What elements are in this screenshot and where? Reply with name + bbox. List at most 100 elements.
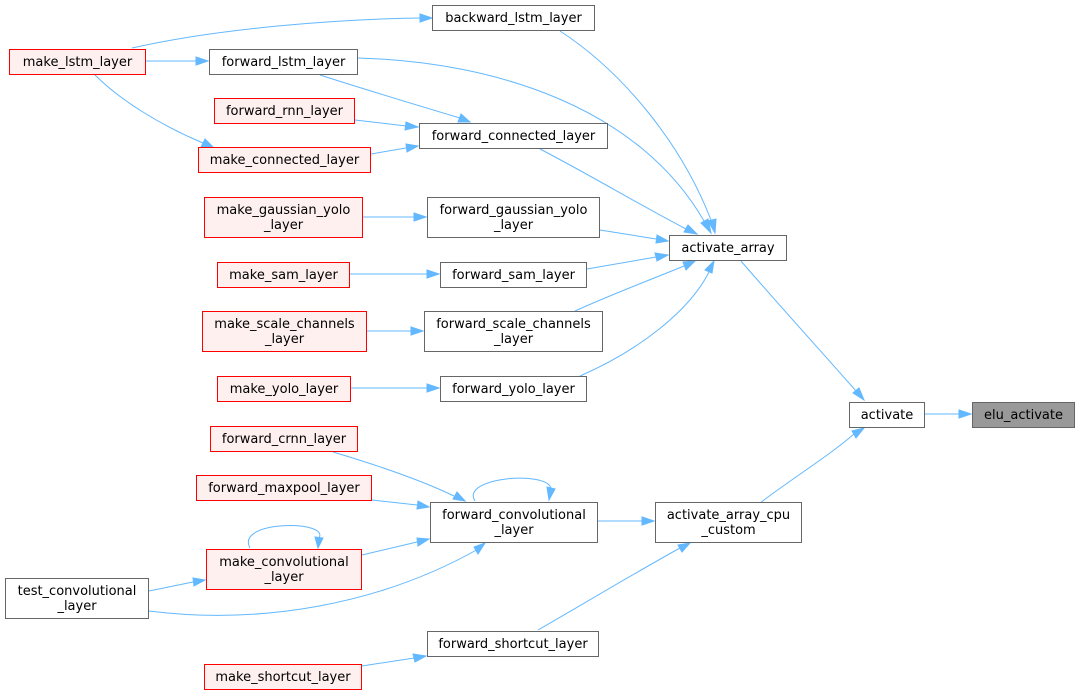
arrowhead [419, 13, 434, 23]
node-box [669, 235, 787, 261]
edges-layer [94, 13, 973, 667]
edge-activate_array_cpu_custom-to-activate [759, 427, 866, 504]
node-activate-array[interactable]: activate_array [669, 235, 787, 261]
node-test-convolutional-layer[interactable]: test_convolutional_layer [5, 578, 149, 619]
node-activate-array-cpu-custom[interactable]: activate_array_cpu_custom [655, 502, 802, 543]
node-label: activate_array [681, 241, 774, 256]
node-label: forward_connected_layer [432, 129, 596, 144]
node-label: make_yolo_layer [230, 382, 339, 397]
arrowhead [413, 212, 428, 222]
edge-line [371, 499, 418, 506]
node-box [430, 502, 598, 543]
node-box [440, 262, 587, 288]
node-label: _custom [700, 523, 755, 538]
node-backward-lstm-layer[interactable]: backward_lstm_layer [432, 5, 595, 31]
node-activate[interactable]: activate [849, 402, 925, 428]
node-forward-crnn-layer[interactable]: forward_crnn_layer [210, 426, 358, 452]
node-label: _layer [493, 332, 534, 347]
arrowhead [416, 500, 431, 510]
node-box [419, 123, 608, 149]
node-label: make_sam_layer [229, 268, 338, 283]
node-forward-lstm-layer[interactable]: forward_lstm_layer [209, 49, 358, 75]
arrowhead [426, 383, 441, 393]
node-box [427, 197, 600, 238]
node-forward-gaussian-yolo-layer[interactable]: forward_gaussian_yolo_layer [427, 197, 600, 238]
node-forward-connected-layer[interactable]: forward_connected_layer [419, 123, 608, 149]
node-label: activate_array_cpu [667, 508, 790, 523]
node-forward-scale-channels-layer[interactable]: forward_scale_channels_layer [424, 311, 603, 352]
edge-line [537, 547, 681, 631]
node-label: forward_rnn_layer [226, 104, 344, 119]
edge-forward_gaussian_yolo_layer-to-activate_array [599, 229, 670, 244]
arrowhead [958, 409, 973, 419]
arrowhead [852, 387, 866, 402]
node-label: _layer [56, 599, 97, 614]
arrowhead [457, 113, 472, 123]
edge-activate-to-elu_activate [925, 409, 973, 419]
edge-make_shortcut_layer-to-forward_shortcut_layer [361, 653, 428, 667]
node-label: make_convolutional [219, 555, 349, 570]
edge-line [247, 525, 321, 549]
node-box [196, 475, 372, 501]
node-label: forward_convolutional [442, 508, 586, 523]
node-make-sam-layer[interactable]: make_sam_layer [217, 262, 350, 288]
edge-backward_lstm_layer-to-activate_array [559, 30, 717, 235]
edge-line [357, 57, 705, 222]
edge-line [332, 451, 455, 497]
node-forward-maxpool-layer[interactable]: forward_maxpool_layer [196, 475, 372, 501]
arrowhead [655, 234, 670, 244]
node-label: make_gaussian_yolo [217, 203, 351, 218]
node-box [209, 49, 358, 75]
edge-make_lstm_layer-to-forward_lstm_layer [146, 56, 210, 66]
node-forward-rnn-layer[interactable]: forward_rnn_layer [214, 98, 355, 124]
arrowhead [704, 259, 715, 274]
edge-make_lstm_layer-to-backward_lstm_layer [131, 13, 434, 49]
edge-forward_shortcut_layer-to-activate_array_cpu_custom [537, 542, 692, 631]
node-box [206, 549, 362, 590]
edge-line [354, 119, 407, 127]
node-make-shortcut-layer[interactable]: make_shortcut_layer [204, 664, 362, 690]
arrowhead [404, 121, 420, 131]
node-make-scale-channels-layer[interactable]: make_scale_channels_layer [202, 311, 367, 352]
node-forward-sam-layer[interactable]: forward_sam_layer [440, 262, 587, 288]
node-label: elu_activate [984, 408, 1063, 423]
node-make-yolo-layer[interactable]: make_yolo_layer [217, 376, 351, 402]
node-label: forward_crnn_layer [222, 432, 347, 447]
node-forward-yolo-layer[interactable]: forward_yolo_layer [440, 376, 587, 402]
node-label: test_convolutional [18, 584, 137, 599]
node-box [210, 426, 358, 452]
node-box [217, 262, 350, 288]
edge-make_lstm_layer-to-make_connected_layer [94, 74, 216, 149]
node-label: make_shortcut_layer [215, 670, 351, 685]
node-forward-convolutional-layer[interactable]: forward_convolutional_layer [430, 502, 598, 543]
edge-line [148, 547, 481, 616]
edge-line [759, 433, 855, 504]
edge-line [148, 581, 194, 592]
node-make-lstm-layer[interactable]: make_lstm_layer [9, 49, 146, 75]
node-make-gaussian-yolo-layer[interactable]: make_gaussian_yolo_layer [204, 197, 363, 238]
node-elu-activate[interactable]: elu_activate [972, 402, 1075, 428]
node-box [214, 98, 355, 124]
edge-line [586, 256, 657, 270]
node-label: make_lstm_layer [23, 55, 133, 70]
node-make-convolutional-layer[interactable]: make_convolutional_layer [206, 549, 362, 590]
node-make-connected-layer[interactable]: make_connected_layer [198, 147, 371, 173]
arrowhead [707, 218, 717, 235]
arrowhead [654, 252, 670, 262]
node-forward-shortcut-layer[interactable]: forward_shortcut_layer [427, 631, 599, 657]
node-box [849, 402, 925, 428]
node-label: activate [861, 408, 914, 423]
node-label: forward_shortcut_layer [438, 637, 588, 652]
edge-line [539, 148, 687, 230]
arrowhead [641, 516, 656, 526]
node-label: _layer [264, 332, 305, 347]
edge-line [370, 147, 407, 155]
edge-forward_sam_layer-to-activate_array [586, 252, 670, 270]
node-label: _layer [493, 523, 534, 538]
arrowhead [683, 224, 699, 235]
edge-make_sam_layer-to-forward_sam_layer [350, 269, 441, 279]
node-box [432, 5, 595, 31]
arrowhead [700, 218, 712, 235]
